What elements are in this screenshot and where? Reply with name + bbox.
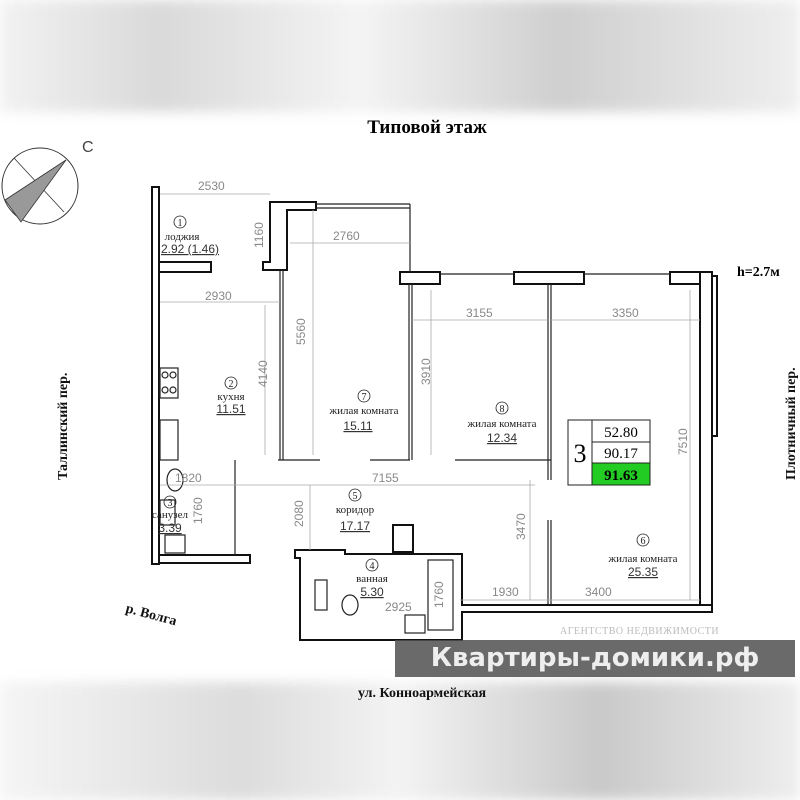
dim-label: 3400 <box>585 585 612 599</box>
dim-label: 3910 <box>419 358 433 385</box>
ceiling-height: h=2.7м <box>737 265 780 280</box>
room-7-living: 7 жилая комната 15.11 <box>328 389 399 433</box>
street-left: Таллинский пер. <box>56 373 71 480</box>
dimension-labels: 2530 1160 2930 2760 5560 4140 3155 3350 … <box>175 179 690 614</box>
room-1-loggia: 1 лоджия 2.92 (1.46) <box>161 215 219 256</box>
dim-label: 1160 <box>252 222 266 248</box>
living-area: 52.80 <box>604 425 638 441</box>
dim-label: 1930 <box>492 585 519 599</box>
dim-label: 3350 <box>612 306 639 320</box>
svg-text:5: 5 <box>353 491 358 502</box>
svg-text:ванная: ванная <box>356 573 388 585</box>
dimension-lines <box>160 193 700 601</box>
plan-title: Типовой этаж <box>367 117 487 138</box>
room-8-living: 8 жилая комната 12.34 <box>466 401 537 445</box>
dim-label: 4140 <box>256 360 270 387</box>
dim-label: 3155 <box>466 306 493 320</box>
dim-label: 1760 <box>432 581 446 608</box>
blurred-background-top <box>0 0 800 112</box>
street-bottom: ул. Конноармейская <box>358 686 487 701</box>
svg-text:1: 1 <box>178 218 183 229</box>
watermark-banner: Квартиры-домики.рф <box>395 640 795 677</box>
dim-label: 2760 <box>333 229 360 243</box>
svg-text:санузел: санузел <box>152 509 189 521</box>
svg-text:17.17: 17.17 <box>340 519 370 533</box>
area-summary-box: 3 52.80 90.17 91.63 <box>567 419 651 486</box>
svg-text:коридор: коридор <box>336 504 375 516</box>
svg-text:15.11: 15.11 <box>343 419 372 433</box>
dim-label: 1760 <box>191 497 205 524</box>
total-area: 90.17 <box>604 446 638 462</box>
svg-text:2: 2 <box>229 379 234 390</box>
svg-text:кухня: кухня <box>217 391 244 403</box>
dim-label: 7155 <box>372 471 399 485</box>
total-area-with-loggia: 91.63 <box>604 468 638 484</box>
dim-label: 1820 <box>175 471 202 485</box>
dim-label: 3470 <box>514 513 528 540</box>
rooms-count: 3 <box>574 439 587 468</box>
watermark-agency: АГЕНТСТВО НЕДВИЖИМОСТИ <box>560 626 720 637</box>
svg-text:25.35: 25.35 <box>628 565 658 579</box>
svg-text:5.30: 5.30 <box>360 585 384 599</box>
room-3-wc: 3 санузел 3.39 <box>152 495 189 535</box>
room-5-corridor: 5 коридор 17.17 <box>336 488 375 533</box>
walls <box>151 186 718 641</box>
room-6-living: 6 жилая комната 25.35 <box>607 533 678 579</box>
svg-text:6: 6 <box>641 536 646 547</box>
room-4-bathroom: 4 ванная 5.30 <box>356 558 388 599</box>
svg-text:11.51: 11.51 <box>216 402 245 416</box>
river-label: р. Волга <box>124 601 178 629</box>
dim-label: 2925 <box>385 600 412 614</box>
compass-icon <box>1 147 79 225</box>
svg-text:лоджия: лоджия <box>165 231 200 243</box>
svg-text:жилая комната: жилая комната <box>466 418 536 430</box>
svg-text:3.39: 3.39 <box>158 521 182 535</box>
dim-label: 2930 <box>205 289 232 303</box>
room-2-kitchen: 2 кухня 11.51 <box>216 376 246 416</box>
svg-text:8: 8 <box>500 404 505 415</box>
dim-label: 2530 <box>198 179 225 193</box>
blurred-background-bottom <box>0 682 800 800</box>
dim-label: 5560 <box>294 318 308 345</box>
svg-text:7: 7 <box>362 392 367 403</box>
dim-label: 2080 <box>292 500 306 527</box>
svg-text:4: 4 <box>370 561 375 572</box>
svg-text:жилая комната: жилая комната <box>328 405 398 417</box>
dim-label: 7510 <box>676 428 690 455</box>
svg-text:12.34: 12.34 <box>487 431 517 445</box>
svg-text:жилая комната: жилая комната <box>607 553 677 565</box>
svg-text:2.92 (1.46): 2.92 (1.46) <box>161 242 219 256</box>
fixtures <box>159 367 454 634</box>
street-right: Плотничный пер. <box>784 367 799 480</box>
svg-text:3: 3 <box>168 498 173 509</box>
compass-north-label: С <box>82 139 94 156</box>
